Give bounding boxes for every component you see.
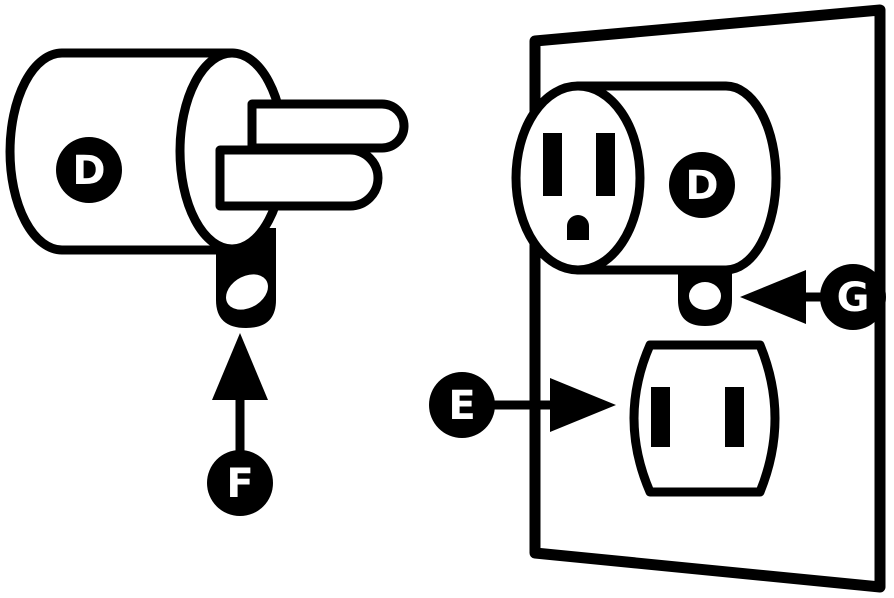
loose-adapter: D F <box>5 48 409 516</box>
label-f: F <box>207 450 273 516</box>
lower-outlet-right-slot <box>725 387 744 447</box>
label-f-text: F <box>226 461 253 507</box>
label-d-receptacle-text: D <box>685 163 718 209</box>
arrow-f <box>212 333 268 470</box>
lower-outlet-face <box>629 340 780 497</box>
adapter-cylinder-body <box>5 48 237 255</box>
receptacle-right-slot <box>596 133 615 196</box>
receptacle-ground-hole <box>567 215 589 240</box>
label-g-text: G <box>837 275 870 321</box>
receptacle-face <box>511 81 645 275</box>
label-g: G <box>820 264 886 330</box>
label-d-adapter-text: D <box>72 148 105 194</box>
receptacle-left-slot <box>543 133 562 196</box>
adapter-lower-prong <box>215 145 383 211</box>
receptacle-screw-tab <box>678 266 732 326</box>
adapter-upper-prong <box>247 99 409 153</box>
label-d-adapter: D <box>56 137 122 203</box>
lower-outlet-left-slot <box>651 387 670 447</box>
label-e-text: E <box>448 383 475 429</box>
wall-outlet: D E G <box>429 4 886 593</box>
arrow-e <box>494 378 616 432</box>
label-d-receptacle: D <box>669 152 735 218</box>
label-e: E <box>429 372 495 438</box>
